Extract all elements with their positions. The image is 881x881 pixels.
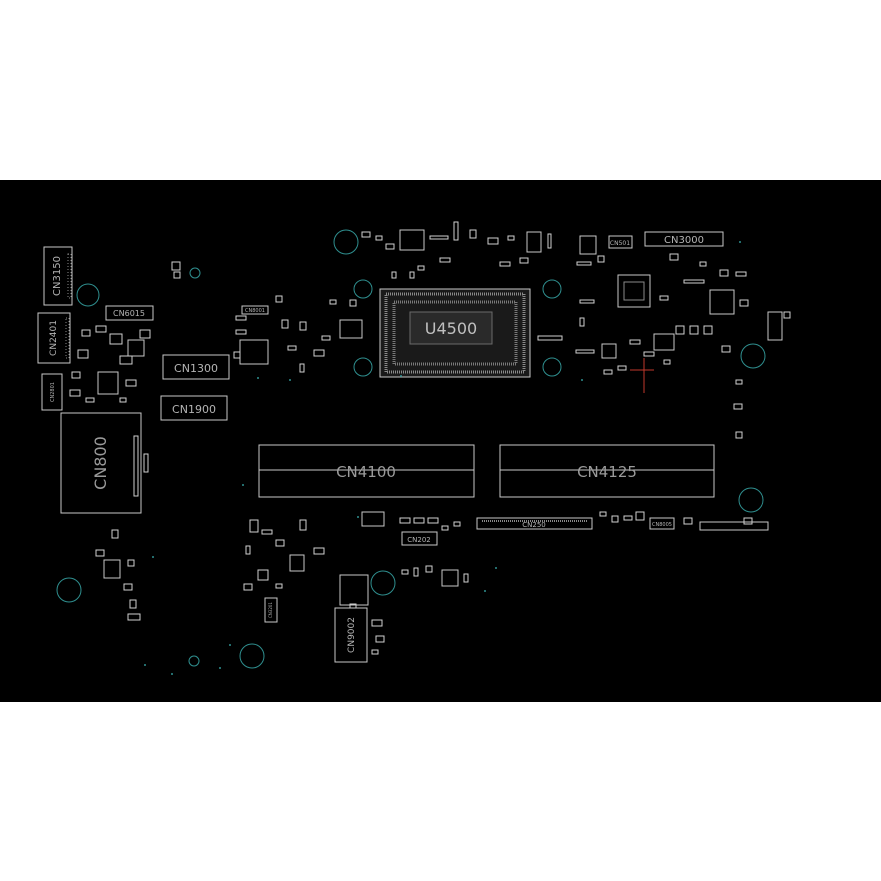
component-label: CN1300 (174, 362, 218, 375)
mounting-hole (333, 229, 359, 255)
component-label: CN3201 (268, 602, 273, 618)
component-label: CN3000 (664, 235, 704, 246)
ic (767, 311, 783, 341)
ic (339, 574, 369, 606)
connector-cn3150[interactable]: CN3150 (43, 246, 73, 306)
connector-cn3000[interactable]: CN3000 (644, 231, 724, 247)
mounting-hole (740, 343, 766, 369)
mounting-hole (239, 643, 265, 669)
ic (361, 511, 385, 527)
mounting-hole (188, 655, 200, 667)
connector-cn2401[interactable]: CN2401 (37, 312, 71, 364)
ic (579, 235, 597, 255)
pcb-board (0, 180, 881, 702)
ic (709, 289, 735, 315)
connector-cn250[interactable]: CN250 (476, 517, 593, 530)
ic (441, 569, 459, 587)
ic (601, 343, 617, 359)
mounting-holes (56, 229, 766, 669)
connector-cn501[interactable]: CN501 (608, 235, 633, 249)
component-label: CN250 (522, 521, 546, 529)
connector-cn1300[interactable]: CN1300 (162, 354, 230, 380)
connector-cn6015[interactable]: CN6015 (105, 305, 154, 321)
connector-cn8001[interactable]: CN8001 (241, 305, 269, 315)
connector-cn202[interactable]: CN202 (401, 531, 438, 546)
mounting-hole (370, 570, 396, 596)
component-label: CN8005 (652, 522, 672, 528)
component-label: CN4125 (577, 463, 637, 481)
component-label: CN2401 (49, 320, 59, 356)
ic (617, 274, 651, 308)
ic (526, 231, 542, 253)
component-label: CN8001 (245, 308, 265, 314)
connector-cn2801[interactable]: CN2801 (41, 373, 63, 411)
mounting-hole (353, 357, 373, 377)
ic (289, 554, 305, 572)
component-pads (69, 221, 791, 655)
connector-cn1900[interactable]: CN1900 (160, 395, 228, 421)
ic (103, 559, 121, 579)
mounting-hole (189, 267, 201, 279)
cpu-u4500[interactable]: U4500 (379, 288, 531, 378)
ic (623, 281, 645, 301)
component-label: CN800 (91, 436, 110, 490)
component-label: CN3150 (52, 256, 63, 296)
ic (653, 333, 675, 351)
component-label: CN6015 (113, 309, 145, 318)
ic (97, 371, 119, 395)
component-label: CN202 (407, 536, 431, 544)
mounting-hole (56, 577, 82, 603)
ic (399, 229, 425, 251)
ic (699, 521, 769, 531)
mounting-hole (542, 279, 562, 299)
connector-cn8005[interactable]: CN8005 (649, 517, 675, 530)
mounting-hole (542, 357, 562, 377)
ic (127, 339, 145, 357)
component-label: CN2801 (50, 382, 56, 402)
vias (144, 241, 741, 675)
mounting-hole (738, 487, 764, 513)
mounting-hole (353, 279, 373, 299)
mounting-hole (76, 283, 100, 307)
connector-cn4100[interactable]: CN4100 (258, 444, 475, 498)
connector-cn3201[interactable]: CN3201 (264, 597, 278, 623)
probe-marker (630, 358, 654, 393)
component-label: CN501 (610, 240, 630, 247)
component-label: U4500 (425, 319, 477, 338)
component-label: CN4100 (336, 463, 396, 481)
component-label: CN9002 (347, 617, 357, 653)
component-label: CN1900 (172, 403, 216, 416)
connector-cn4125[interactable]: CN4125 (499, 444, 715, 498)
connector-cn800[interactable]: CN800 (60, 412, 142, 514)
ic (339, 319, 363, 339)
